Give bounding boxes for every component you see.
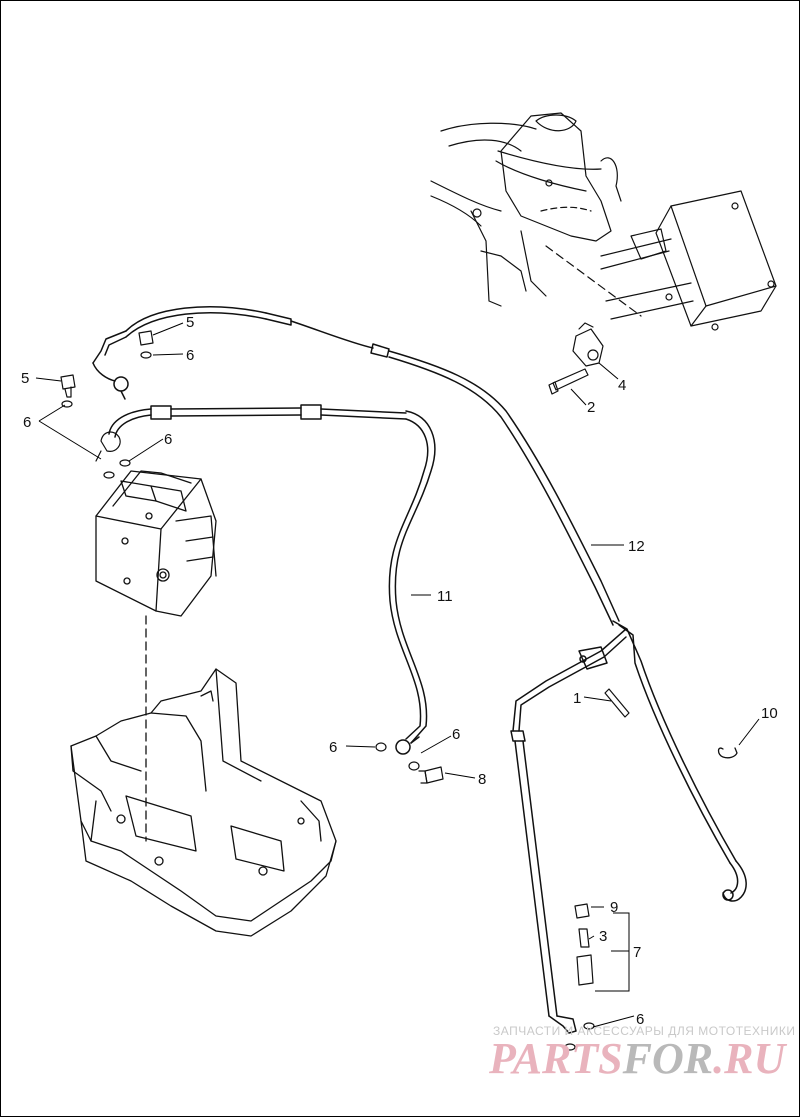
banjo-bolt-5a xyxy=(60,374,76,398)
callout-2: 2 xyxy=(587,399,595,416)
mounting-bracket-box xyxy=(545,190,777,331)
callout-6c: 6 xyxy=(164,431,172,448)
callout-6e: 6 xyxy=(452,726,460,743)
callout-4: 4 xyxy=(618,377,626,394)
abs-mounting-tray xyxy=(70,615,337,937)
callout-6a: 6 xyxy=(186,347,194,364)
watermark-brand: PARTSFOR.RU xyxy=(488,1034,787,1083)
callout-10: 10 xyxy=(761,705,778,722)
fitting-banjo-upper xyxy=(95,431,121,462)
watermark-brand-part1: PARTS xyxy=(488,1034,623,1083)
watermark-brand-part3: .RU xyxy=(713,1034,787,1083)
callout-3: 3 xyxy=(599,928,607,945)
brake-line-clamp xyxy=(572,322,604,367)
callout-9: 9 xyxy=(610,899,618,916)
callout-11: 11 xyxy=(437,588,453,605)
abs-hydraulic-unit xyxy=(95,470,217,617)
clamp-bolt xyxy=(548,368,589,395)
frame-steering-head xyxy=(430,112,622,307)
brake-line-11 xyxy=(108,404,436,755)
watermark-brand-part2: FOR xyxy=(622,1034,713,1083)
callout-8: 8 xyxy=(478,771,486,788)
callout-6d: 6 xyxy=(329,739,337,756)
callout-6f: 6 xyxy=(636,1011,644,1028)
clip-10 xyxy=(717,747,738,759)
brake-line-branch xyxy=(510,628,627,1034)
banjo-bolt-8 xyxy=(418,766,444,784)
watermark: ЗАПЧАСТИ И АКСЕССУАРЫ ДЛЯ МОТОТЕХНИКИ PA… xyxy=(488,1024,795,1083)
callout-5a: 5 xyxy=(21,370,29,387)
bolt-1 xyxy=(604,688,630,718)
callout-6b: 6 xyxy=(23,414,31,431)
washers-6 xyxy=(61,351,595,1051)
callout-labels: 1 2 3 4 5 5 6 6 6 6 6 6 7 8 9 10 11 12 xyxy=(21,314,778,1028)
callout-7: 7 xyxy=(633,944,641,961)
brake-line-12 xyxy=(92,306,747,902)
leader-lines xyxy=(35,322,760,1028)
callout-5b: 5 xyxy=(186,314,194,331)
bleeder-valve-assembly xyxy=(574,903,594,986)
callout-1: 1 xyxy=(573,690,581,707)
watermark-tagline: ЗАПЧАСТИ И АКСЕССУАРЫ ДЛЯ МОТОТЕХНИКИ xyxy=(493,1024,795,1038)
callout-12: 12 xyxy=(628,538,645,555)
banjo-bolt-5b xyxy=(138,330,154,346)
